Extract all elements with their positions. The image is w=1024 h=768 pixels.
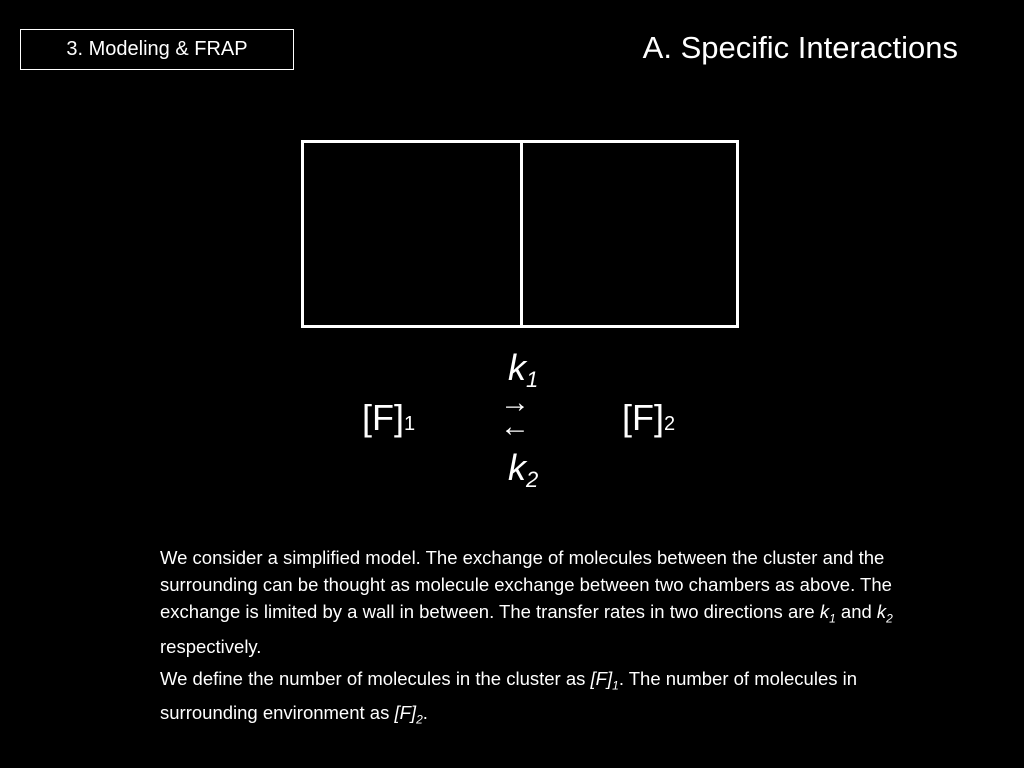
k1-inline: k1: [819, 601, 836, 626]
forward-rate-symbol: k: [508, 347, 526, 388]
k1-inline-symbol: k: [819, 601, 830, 622]
chamber-left: [301, 140, 523, 328]
reverse-rate-subscript: 2: [526, 467, 539, 492]
left-species-subscript: 1: [404, 413, 416, 435]
slide-title: A. Specific Interactions: [642, 30, 958, 65]
reverse-rate-label: k2: [508, 447, 538, 491]
paragraph-model: We consider a simplified model. The exch…: [160, 544, 930, 660]
section-label: 3. Modeling & FRAP: [20, 29, 294, 70]
right-species-symbol: [F]: [622, 397, 664, 438]
definition-middle-text: . The number of molecules in surrounding…: [160, 667, 858, 724]
paragraph-definition: We define the number of molecules in the…: [160, 665, 930, 734]
f1-inline-symbol: [F]: [590, 667, 613, 689]
and-text: and: [835, 601, 877, 622]
forward-rate-label: k1: [508, 347, 538, 391]
f2-inline-subscript: 2: [416, 713, 423, 728]
forward-rate-subscript: 1: [526, 367, 539, 392]
left-species-label: [F]1: [362, 398, 415, 438]
k2-inline: k2: [876, 601, 893, 626]
left-species-symbol: [F]: [362, 397, 404, 438]
k2-inline-symbol: k: [876, 601, 887, 622]
definition-end-text: .: [422, 702, 428, 724]
paragraph-model-text: We consider a simplified model. The exch…: [160, 547, 892, 622]
forward-arrow-icon: →: [500, 386, 530, 419]
f1-inline: [F]1: [590, 667, 619, 693]
reverse-rate-symbol: k: [508, 447, 526, 488]
right-species-label: [F]2: [622, 398, 675, 438]
k2-inline-subscript: 2: [886, 611, 893, 626]
f2-inline-symbol: [F]: [394, 702, 417, 724]
body-text: We consider a simplified model. The exch…: [160, 544, 930, 739]
reverse-arrow-icon: ←: [500, 410, 530, 443]
f1-inline-subscript: 1: [612, 678, 619, 693]
paragraph-definition-text: We define the number of molecules in the…: [160, 667, 591, 689]
f2-inline: [F]2: [394, 702, 422, 727]
chamber-right: [520, 140, 739, 328]
k1-inline-subscript: 1: [829, 611, 836, 626]
respectively-text: respectively.: [160, 635, 262, 657]
right-species-subscript: 2: [664, 413, 676, 435]
two-chamber-diagram: [301, 140, 739, 328]
